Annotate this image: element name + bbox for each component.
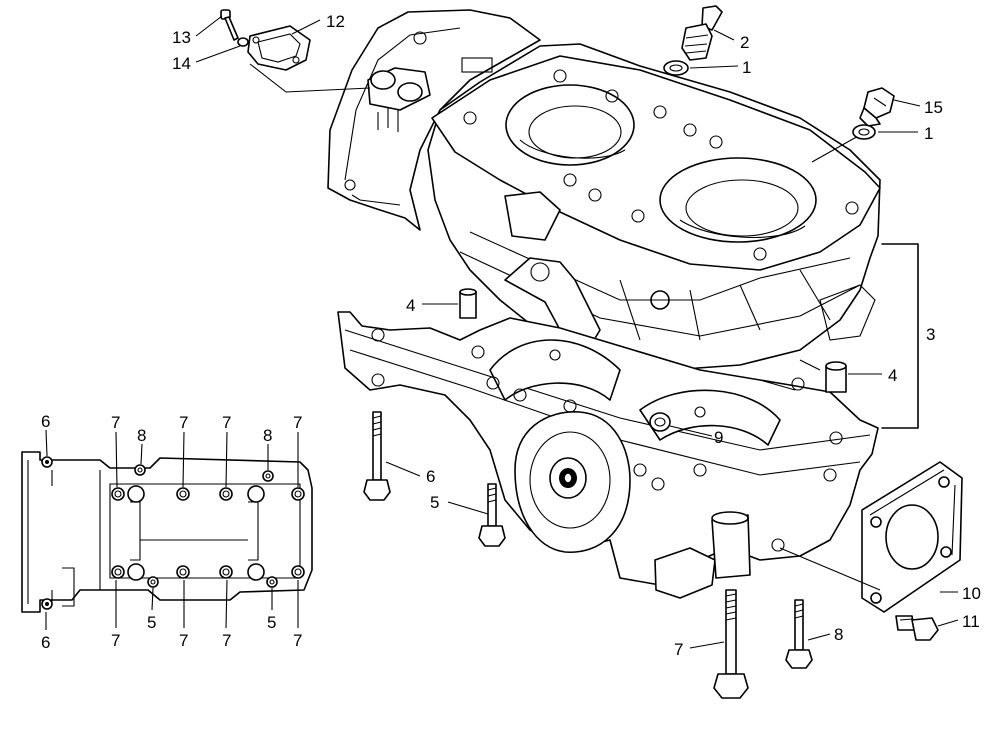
callout-15: 15 [924, 98, 943, 117]
callout-14: 14 [172, 54, 191, 73]
part-12-cover [247, 25, 311, 71]
inset-callout-7-c: 7 [222, 413, 231, 432]
callout-6: 6 [426, 467, 435, 486]
callout-labels: 13 14 12 2 1 15 1 3 4 4 9 6 5 10 11 8 7 [172, 12, 981, 659]
callout-12: 12 [326, 12, 345, 31]
inset-callout-6-bottom: 6 [41, 633, 50, 652]
part-9-bushing [649, 412, 671, 432]
part-1-washer-lower [852, 124, 876, 140]
callout-4-right: 4 [888, 366, 897, 385]
inset-callout-7-e: 7 [111, 631, 120, 650]
leader-lines [45, 15, 959, 649]
inset-callout-7-b: 7 [179, 413, 188, 432]
inset-callout-7-d: 7 [293, 413, 302, 432]
lower-crankcase-half [337, 311, 879, 599]
gasket-assembly-line [779, 547, 881, 591]
inset-callout-8-a: 8 [137, 426, 146, 445]
callout-7: 7 [674, 640, 683, 659]
cover-assembly-line [249, 63, 371, 93]
callout-3-bracket [881, 243, 919, 429]
inset-callout-5-a: 5 [147, 613, 156, 632]
part-15-plug [859, 87, 895, 127]
part-5-bolt [478, 483, 506, 547]
part-7-bolt [713, 589, 749, 699]
callout-3: 3 [926, 325, 935, 344]
inset-callout-7-g: 7 [222, 631, 231, 650]
callout-13: 13 [172, 28, 191, 47]
callout-5: 5 [430, 493, 439, 512]
part-14-washer [237, 37, 249, 47]
callout-4-left: 4 [406, 296, 415, 315]
part-4-dowel-right [825, 361, 847, 393]
inset-callout-7-h: 7 [293, 631, 302, 650]
part-10-gasket-plate [861, 461, 963, 613]
part-6-bolt [363, 411, 391, 501]
callout-11: 11 [962, 612, 980, 631]
callout-10: 10 [962, 584, 981, 603]
part-2-fitting [681, 5, 723, 61]
port-flange [367, 67, 431, 132]
inset-callout-8-b: 8 [263, 426, 272, 445]
callout-1-upper: 1 [742, 58, 751, 77]
callout-8: 8 [834, 625, 843, 644]
upper-crankcase-half [327, 9, 881, 371]
seal-housing [514, 411, 631, 553]
part-4-dowel-left [459, 288, 477, 319]
inset-callout-7-f: 7 [179, 631, 188, 650]
inset-callout-7-a: 7 [111, 413, 120, 432]
callout-2: 2 [740, 33, 749, 52]
callout-9: 9 [714, 428, 723, 447]
inset-callout-labels: 6 7 8 7 7 8 7 6 7 5 7 7 5 7 [41, 412, 302, 652]
inset-callout-5-b: 5 [267, 613, 276, 632]
part-11-bolt [895, 615, 939, 641]
callout-1-lower: 1 [924, 124, 933, 143]
inset-callout-6-top: 6 [41, 412, 50, 431]
inset-bolt-holes [41, 456, 305, 610]
part-8-bolt [785, 599, 813, 669]
inset-bottom-view [21, 451, 313, 613]
part-13-screw [220, 9, 239, 41]
part-1-washer-upper [663, 60, 689, 76]
